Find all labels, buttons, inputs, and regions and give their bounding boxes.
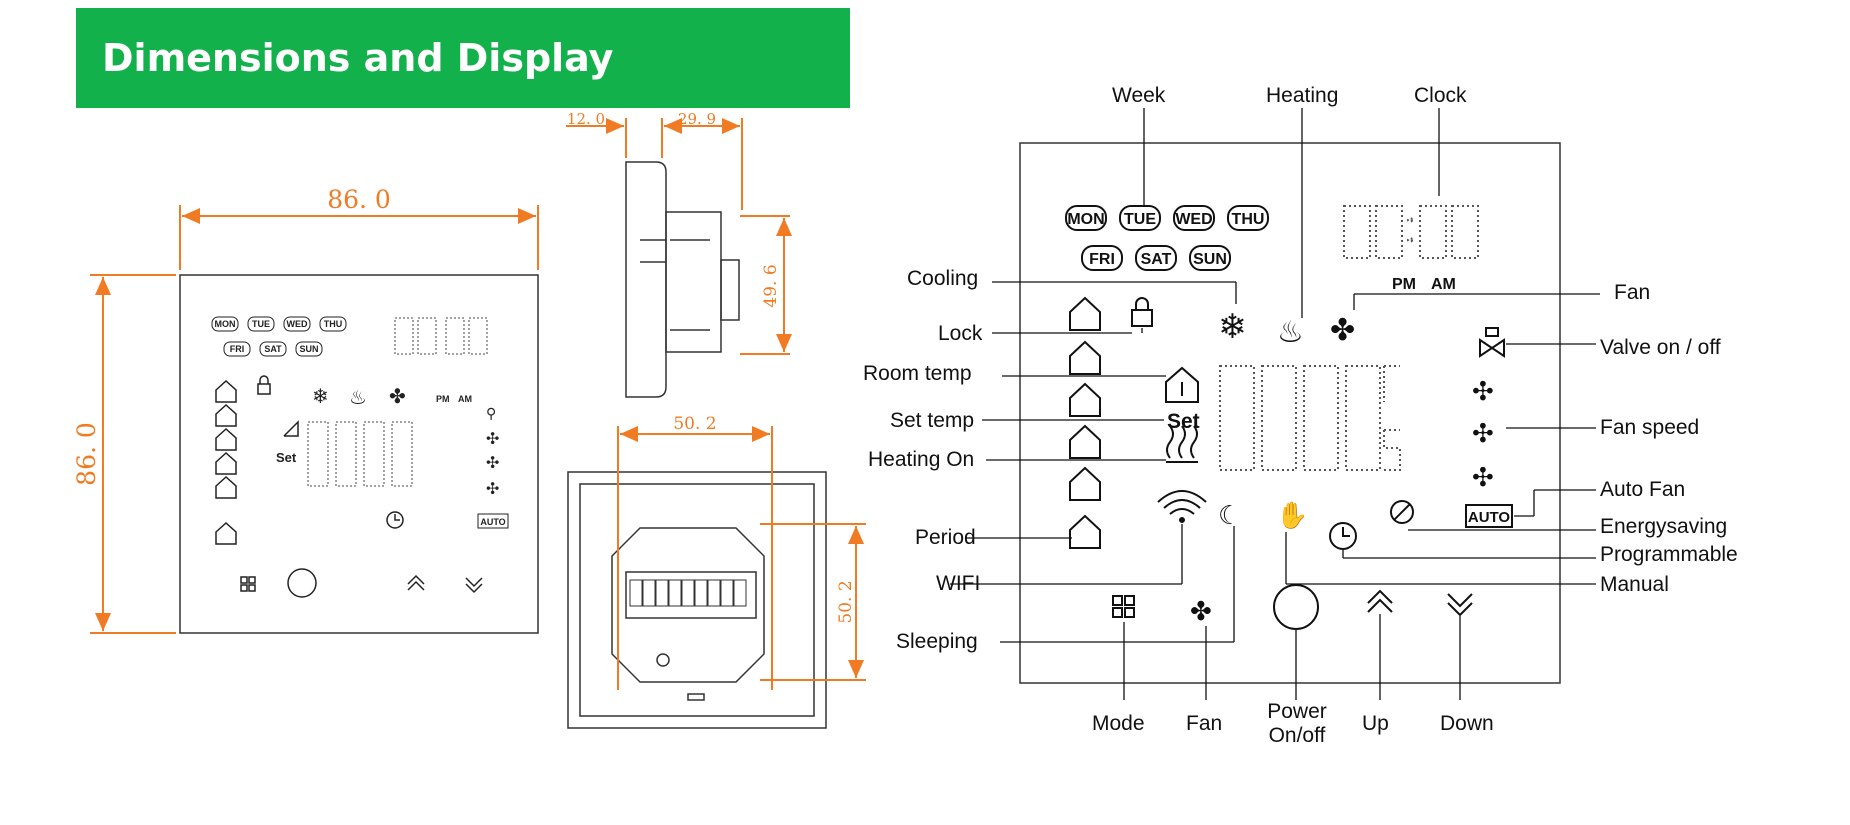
label-energysaving: Energysaving [1600,515,1728,538]
label-wifi: WIFI [936,572,981,595]
label-fan-bottom: Fan [1186,712,1223,735]
label-valve: Valve on / off [1600,336,1721,359]
svg-text:✣: ✣ [486,453,499,472]
label-period: Period [915,526,976,549]
mini-day-wed: WED [287,319,308,329]
up-button-icon [1367,589,1393,613]
down-button-icon [1447,593,1473,617]
side-body-label: 29. 9 [678,110,716,128]
pm-indicator: PM [1392,276,1416,293]
day-sat: SAT [1141,251,1172,268]
day-sun: SUN [1193,251,1227,268]
label-heating-on: Heating On [868,448,975,471]
label-room-temp: Room temp [863,362,972,385]
label-cooling: Cooling [907,267,979,290]
mode-button-icon [1112,595,1135,618]
lock-icon [1131,297,1153,327]
sleeping-icon: ☾ [1218,501,1241,531]
label-mode: Mode [1092,712,1145,735]
label-fan-speed: Fan speed [1600,416,1700,439]
back-width-label: 50. 2 [673,414,716,434]
label-week: Week [1112,84,1166,107]
side-depth-label: 12. 0 [567,110,605,128]
label-power-line1: Power [1267,700,1327,723]
mini-day-sun: SUN [299,344,318,354]
svg-text:✣: ✣ [486,429,499,448]
svg-text:⚲: ⚲ [486,406,496,422]
label-auto-fan: Auto Fan [1600,478,1686,501]
side-height-label: 49. 6 [761,264,781,307]
display-panel [1019,142,1561,684]
label-set-temp: Set temp [890,409,975,432]
mini-day-fri: FRI [230,344,245,354]
page-title: Dimensions and Display [102,36,614,80]
mini-clock-digits [307,317,488,487]
fan-speed-low-icon: ✣ [1472,377,1494,407]
back-dimension-lines [617,426,866,690]
fan-speed-high-icon: ✣ [1472,463,1494,493]
mini-am: AM [458,394,472,404]
set-indicator: Set [1167,410,1200,433]
back-view [567,471,827,729]
label-power: Power On/off [1254,700,1340,748]
manual-hand-icon: ✋ [1276,500,1308,531]
am-indicator: AM [1431,276,1456,293]
svg-text:✣: ✣ [486,479,499,498]
auto-indicator: AUTO [1468,509,1511,526]
front-width-label: 86. 0 [327,185,391,214]
header-banner: Dimensions and Display [76,8,850,108]
fan-icon: ✤ [1330,313,1355,348]
week-days: MON TUE WED THU FRI SAT SUN PM AM Set AU… [1065,205,1513,528]
svg-text:♨: ♨ [349,385,367,409]
leader-lines [950,108,1600,700]
period-icons [1069,296,1101,549]
back-height-label: 50. 2 [836,580,856,623]
label-clock: Clock [1414,84,1467,107]
power-button-icon [1273,584,1319,630]
label-heating: Heating [1266,84,1339,107]
clock-icon [1329,522,1357,550]
day-fri: FRI [1089,251,1115,268]
cooling-icon: ❄ [1218,307,1247,347]
side-dimension-lines [566,118,792,355]
label-manual: Manual [1600,573,1669,596]
mini-set: Set [276,450,297,465]
dotted-digits [1219,205,1479,471]
front-view: MON TUE WED THU FRI SAT SUN PM AM Set AU… [90,205,539,634]
day-thu: THU [1232,211,1265,228]
side-view [625,161,740,398]
day-mon: MON [1067,211,1104,228]
mini-day-thu: THU [324,319,343,329]
label-power-line2: On/off [1268,724,1326,747]
front-height-label: 86. 0 [72,422,101,486]
wifi-icon [1157,490,1207,523]
svg-text:✤: ✤ [389,384,406,408]
day-tue: TUE [1124,211,1156,228]
heating-flame-icon: ♨ [1277,315,1304,350]
fan-button-icon: ✤ [1190,597,1212,627]
mini-auto: AUTO [480,517,505,527]
heating-on-icon [1166,425,1198,463]
label-sleeping: Sleeping [896,630,978,653]
label-up: Up [1362,712,1389,735]
mini-day-mon: MON [215,319,236,329]
mini-day-sat: SAT [264,344,282,354]
mini-pm: PM [436,394,450,404]
day-wed: WED [1175,211,1212,228]
valve-icon [1479,327,1505,358]
label-fan-top: Fan [1614,281,1651,304]
energysaving-icon [1390,500,1414,524]
mini-day-tue: TUE [252,319,270,329]
room-temp-icon [1165,366,1199,403]
fan-speed-mid-icon: ✣ [1472,419,1494,449]
svg-text:❄: ❄ [312,384,329,408]
label-down: Down [1440,712,1494,735]
label-programmable: Programmable [1600,543,1738,566]
label-lock: Lock [938,322,983,345]
